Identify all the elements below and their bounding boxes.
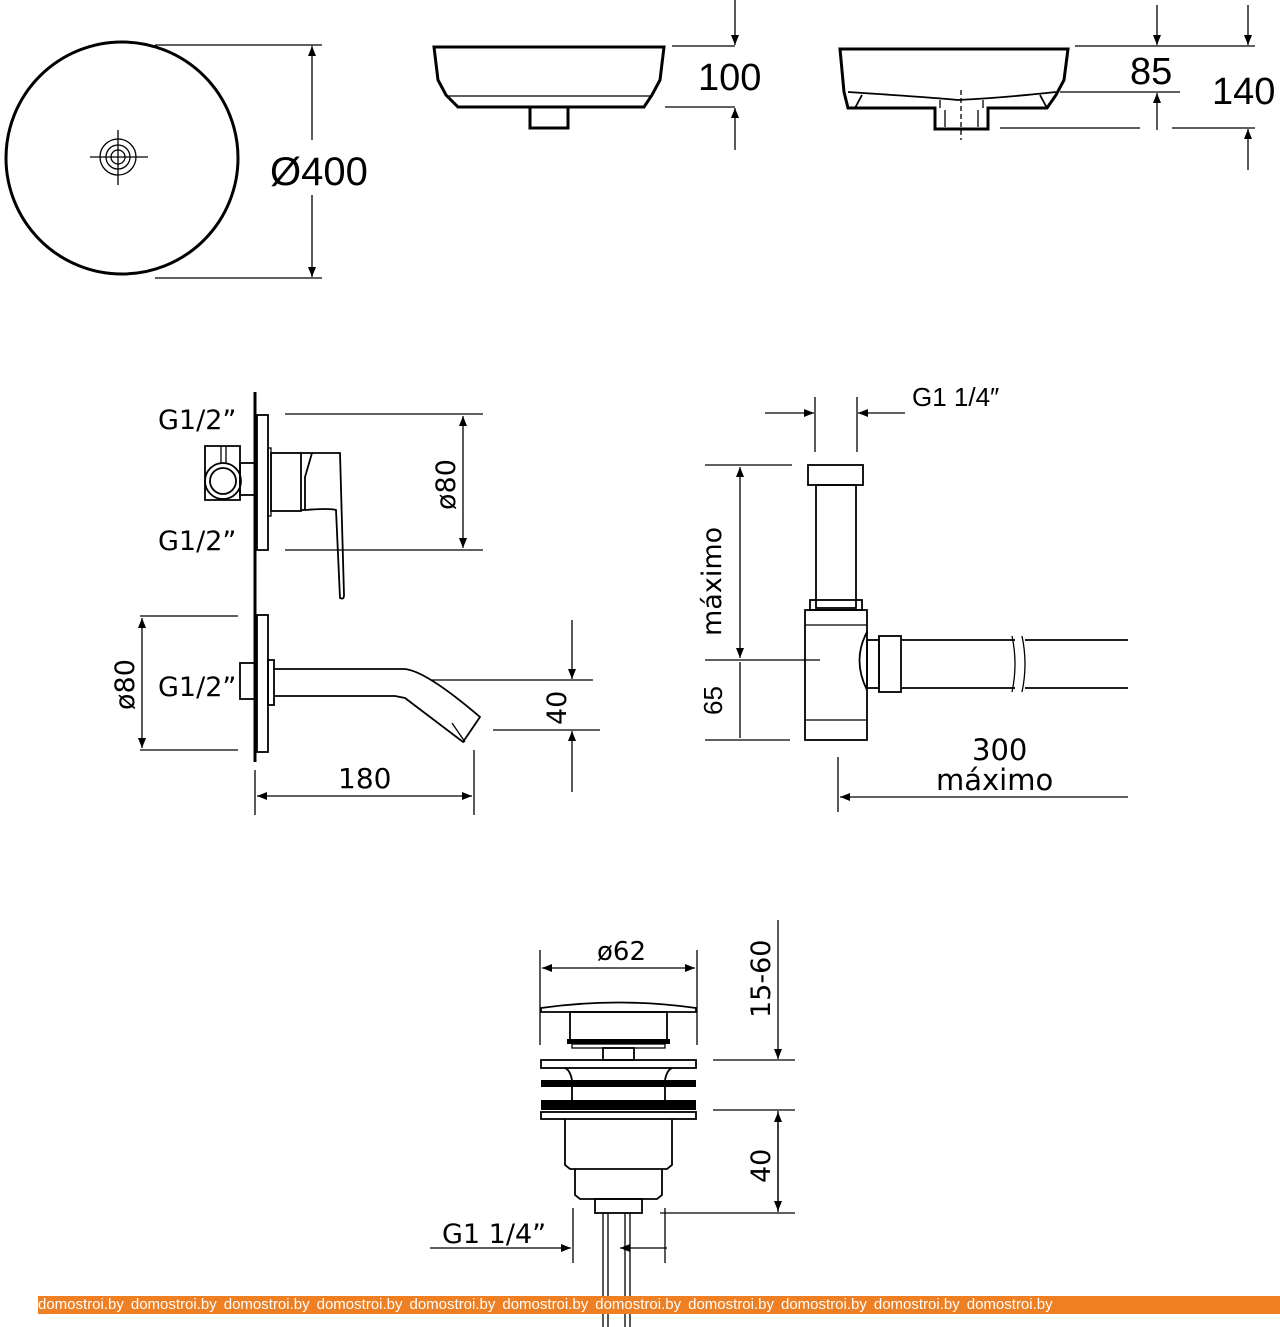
mixer-thread-top-label: G1/2”: [158, 405, 236, 436]
wall-mixer-drawing: G1/2” G1/2” G1/2” ø80 ø80 40 180: [110, 392, 600, 815]
drain-body-height-label: 40: [746, 1149, 777, 1183]
drain-thread-label: G1 1/4”: [442, 1219, 546, 1250]
siphon-thread-label: G1 1/4″: [912, 382, 999, 412]
spout-thread-label: G1/2”: [158, 672, 236, 703]
siphon-bottom-height-label: 65: [698, 686, 728, 715]
watermark-text: domostroi.by: [781, 1296, 867, 1313]
watermark-text: domostroi.by: [502, 1296, 589, 1313]
watermark-text: domostroi.by: [966, 1296, 1053, 1313]
watermark-text: domostroi.by: [316, 1296, 403, 1313]
mixer-plate-diameter-label: ø80: [431, 459, 462, 510]
basin-top-view: Ø400: [4, 40, 368, 279]
watermark-text: domostroi.by: [223, 1296, 310, 1313]
basin-total-height-label: 140: [1212, 71, 1275, 113]
drain-adjust-range-label: 15-60: [746, 940, 777, 1018]
watermark-text: domostroi.by: [130, 1296, 217, 1313]
mixer-thread-mid-label: G1/2”: [158, 526, 236, 557]
basin-side-view: 100: [432, 0, 761, 150]
watermark-text: domostroi.by: [409, 1296, 496, 1313]
basin-diameter-label: Ø400: [270, 150, 368, 194]
drain-valve-drawing: ø62 15-60 40 G1 1/4”: [430, 920, 795, 1327]
siphon-drawing: G1 1/4″ máximo 65 300 máximo: [697, 382, 1128, 812]
siphon-length-value: 300: [972, 733, 1027, 767]
drain-diameter-label: ø62: [597, 937, 646, 967]
spout-plate-diameter-label: ø80: [110, 659, 141, 710]
spout-drop-label: 40: [542, 691, 573, 725]
watermark-text: domostroi.by: [38, 1296, 124, 1313]
basin-section-view: 85 140: [838, 5, 1275, 170]
watermark-text: domostroi.by: [688, 1296, 774, 1313]
watermark-bar: domostroi.by domostroi.by domostroi.by domo…: [38, 1296, 1280, 1314]
spout-length-label: 180: [338, 762, 391, 795]
basin-inner-depth-label: 85: [1130, 51, 1172, 93]
siphon-length-label: máximo: [936, 763, 1053, 797]
watermark-text: domostroi.by: [873, 1296, 960, 1313]
watermark-text: domostroi.by: [595, 1296, 682, 1313]
siphon-height-label: máximo: [697, 527, 728, 636]
basin-height-label: 100: [698, 57, 761, 99]
